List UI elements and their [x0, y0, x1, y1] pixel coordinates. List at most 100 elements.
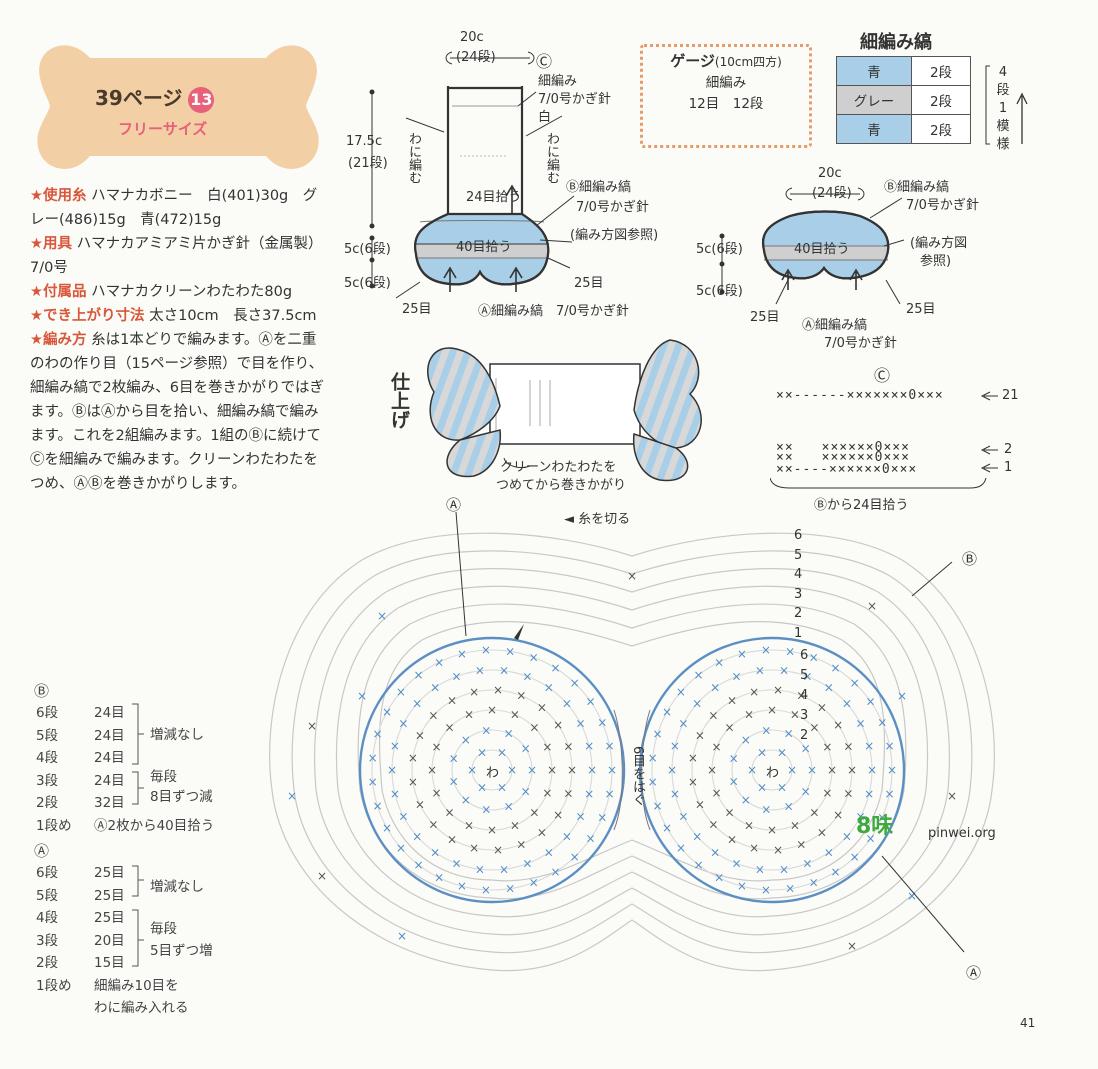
stitch-mark: ×: [777, 746, 787, 760]
stitch-mark: ×: [822, 786, 832, 800]
stitch-mark: ×: [499, 862, 509, 876]
stitch-mark: ×: [865, 694, 875, 708]
stitch-mark: ×: [662, 821, 672, 835]
stitch-mark: ×: [830, 865, 840, 879]
stitch-mark: ×: [773, 683, 783, 697]
stitch-mark: ×: [678, 809, 688, 823]
diagram-b-shape: [719, 187, 905, 305]
c-width-rows: (24段): [456, 50, 496, 65]
stitch-mark: ×: [725, 721, 735, 735]
chart-c-n1: 1: [1004, 460, 1013, 475]
gauge-title: ゲージ(10cm四方): [670, 52, 782, 70]
stitch-mark: ×: [307, 719, 317, 733]
stitch-mark: ×: [824, 845, 834, 859]
stitch-mark: ×: [521, 785, 531, 799]
stitch-mark: ×: [843, 787, 853, 801]
stitch-mark: ×: [785, 882, 795, 896]
c-ref: (編み方図参照): [570, 228, 659, 243]
finish-note-2: つめてから巻きかがり: [496, 478, 627, 493]
c-b-mid: 40目拾う: [456, 240, 512, 255]
stitch-mark: ×: [475, 664, 485, 678]
stitch-mark: ×: [757, 746, 767, 760]
stitch-mark: ×: [744, 708, 754, 722]
stitch-mark: ×: [529, 721, 539, 735]
stitch-mark: ×: [372, 799, 382, 813]
stitch-mark: ×: [449, 752, 459, 766]
stitch-mark: ×: [727, 832, 737, 846]
stitch-mark: ×: [842, 697, 852, 711]
stitch-mark: ×: [434, 655, 444, 669]
stitch-mark: ×: [505, 644, 515, 658]
stitch-mark: ×: [368, 775, 378, 789]
stitch-mark: ×: [585, 694, 595, 708]
stripe-rows: 2段: [911, 114, 971, 144]
b-ref2: 参照): [920, 254, 952, 269]
stitch-mark: ×: [605, 739, 615, 753]
stitch-mark: ×: [708, 817, 718, 831]
stitch-mark: ×: [542, 740, 552, 754]
spec-size: ★でき上がり寸法 太さ10cm 長さ37.5cm: [30, 308, 317, 324]
a-row-number: 3: [800, 708, 809, 723]
stitch-mark: ×: [505, 882, 515, 896]
finish-illustration: [427, 339, 702, 482]
b-a-hook: 7/0号かぎ針: [824, 336, 897, 351]
stitch-mark: ×: [553, 718, 563, 732]
stitch-mark: ×: [790, 708, 800, 722]
stitch-mark: ×: [749, 841, 759, 855]
stitch-mark: ×: [767, 823, 777, 837]
stitch-mark: ×: [497, 780, 507, 794]
stitch-mark: ×: [516, 689, 526, 703]
stitch-mark: ×: [749, 685, 759, 699]
stitch-mark: ×: [802, 857, 812, 871]
stitch-mark: ×: [877, 716, 887, 730]
stitch-mark: ×: [864, 739, 874, 753]
stitch-mark: ×: [584, 739, 594, 753]
gauge-stitch: 細編み: [705, 75, 747, 91]
stitch-mark: ×: [790, 818, 800, 832]
stripe-color: 青: [836, 56, 912, 86]
stitch-mark: ×: [428, 817, 438, 831]
watermark-text: pinwei.org: [928, 826, 996, 841]
spec-accessories: ★付属品 ハマナカクリーンわたわた80g: [30, 284, 293, 300]
chart-c-row1: ××----××××××0×××: [776, 462, 918, 477]
stitch-mark: ×: [475, 862, 485, 876]
c-a-label: Ⓐ細編み縞 7/0号かぎ針: [478, 304, 629, 319]
legend-a-note-2: 毎段: [150, 921, 177, 937]
chart-a-bottom-label: Ⓐ: [966, 964, 982, 982]
b-row-number: 5: [794, 547, 803, 563]
b-row-number: 3: [794, 586, 803, 602]
c-height-rows: (21段): [348, 156, 388, 171]
stitch-mark: ×: [779, 862, 789, 876]
cut-yarn-label: ◄ 糸を切る: [564, 512, 631, 527]
stitch-mark: ×: [562, 829, 572, 843]
stitch-mark: ×: [521, 741, 531, 755]
c-pickup: 24目拾う: [466, 190, 522, 205]
stitch-mark: ×: [597, 810, 607, 824]
stitch-mark: ×: [796, 837, 806, 851]
c-n25-right: 25目: [574, 276, 604, 291]
stitch-mark: ×: [430, 681, 440, 695]
b-width-rows: (24段): [812, 186, 852, 201]
c-side-right: わに編む: [544, 132, 559, 184]
stitch-mark: ×: [688, 751, 698, 765]
stitch-mark: ×: [801, 741, 811, 755]
spec-method: ★編み方 糸は1本どりで編みます。Ⓐを二重のわの作り目（15ページ参照）で目を作…: [30, 332, 324, 492]
stitch-mark: ×: [670, 787, 680, 801]
stitch-mark: ×: [887, 763, 897, 777]
stitch-mark: ×: [652, 727, 662, 741]
stitch-mark: ×: [712, 740, 722, 754]
stitch-mark: ×: [567, 763, 577, 777]
stitch-mark: ×: [481, 723, 491, 737]
a-row-number: 6: [800, 648, 809, 663]
stitch-mark: ×: [529, 805, 539, 819]
stripe-repeat-label: 4段1模様: [996, 65, 1010, 152]
stitch-mark: ×: [824, 681, 834, 695]
stitch-mark: ×: [493, 683, 503, 697]
stitch-mark: ×: [516, 837, 526, 851]
